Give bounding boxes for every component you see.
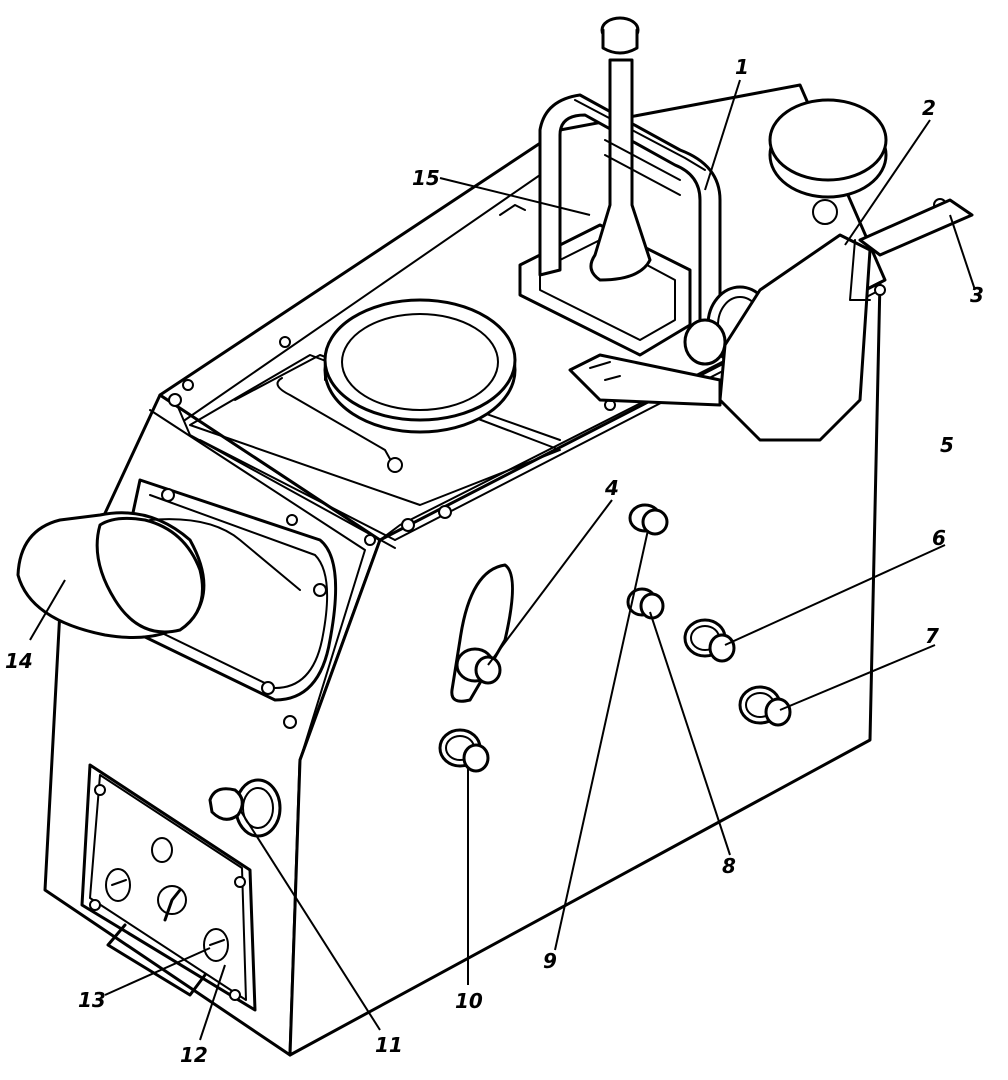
knob-9: [628, 503, 669, 536]
knob-6: [683, 618, 736, 663]
callout-9: 9: [543, 949, 557, 973]
toggle-switch: [163, 888, 182, 922]
top-mechanism: [499, 16, 974, 442]
callout-1: 1: [735, 55, 749, 79]
callout-7: 7: [925, 624, 939, 648]
screw: [401, 518, 415, 532]
callout-12: 12: [180, 1043, 208, 1067]
callout-13: 13: [78, 988, 106, 1012]
clamp-block: [718, 233, 872, 442]
callout-3: 3: [970, 283, 984, 307]
eyepiece-hood: [16, 478, 338, 729]
lamp-window: [151, 837, 173, 863]
screw: [279, 336, 291, 348]
callout-8: 8: [722, 854, 736, 878]
knob-7: [738, 685, 792, 727]
screw: [364, 534, 376, 546]
top-plate: [858, 198, 974, 257]
socket: [203, 928, 229, 962]
callout-labels: 1 2 3 4 5 6 7 8 9 10 11 12 13 14 15: [5, 55, 984, 1067]
screw: [874, 284, 886, 296]
knob-4: [455, 647, 502, 685]
callout-6: 6: [932, 526, 946, 550]
carry-handle: [106, 923, 207, 997]
callout-5: 5: [940, 433, 954, 457]
drum-knob: [683, 318, 727, 366]
callout-10: 10: [455, 989, 483, 1013]
callout-4: 4: [604, 476, 619, 500]
screw: [182, 379, 194, 391]
knob-10: [438, 728, 490, 773]
side-controls: [438, 362, 806, 773]
screw: [438, 505, 452, 519]
lower-front-plate: [80, 763, 257, 1012]
callout-11: 11: [375, 1033, 403, 1057]
callout-14: 14: [5, 649, 33, 673]
adjust-slot: [450, 563, 514, 703]
screw: [168, 393, 182, 407]
callout-2: 2: [922, 96, 936, 120]
top-panel: [189, 298, 561, 506]
leaders: [29, 79, 976, 1041]
plunger: [589, 58, 652, 282]
callout-15: 15: [412, 166, 440, 190]
clamp-screw: [812, 199, 838, 225]
